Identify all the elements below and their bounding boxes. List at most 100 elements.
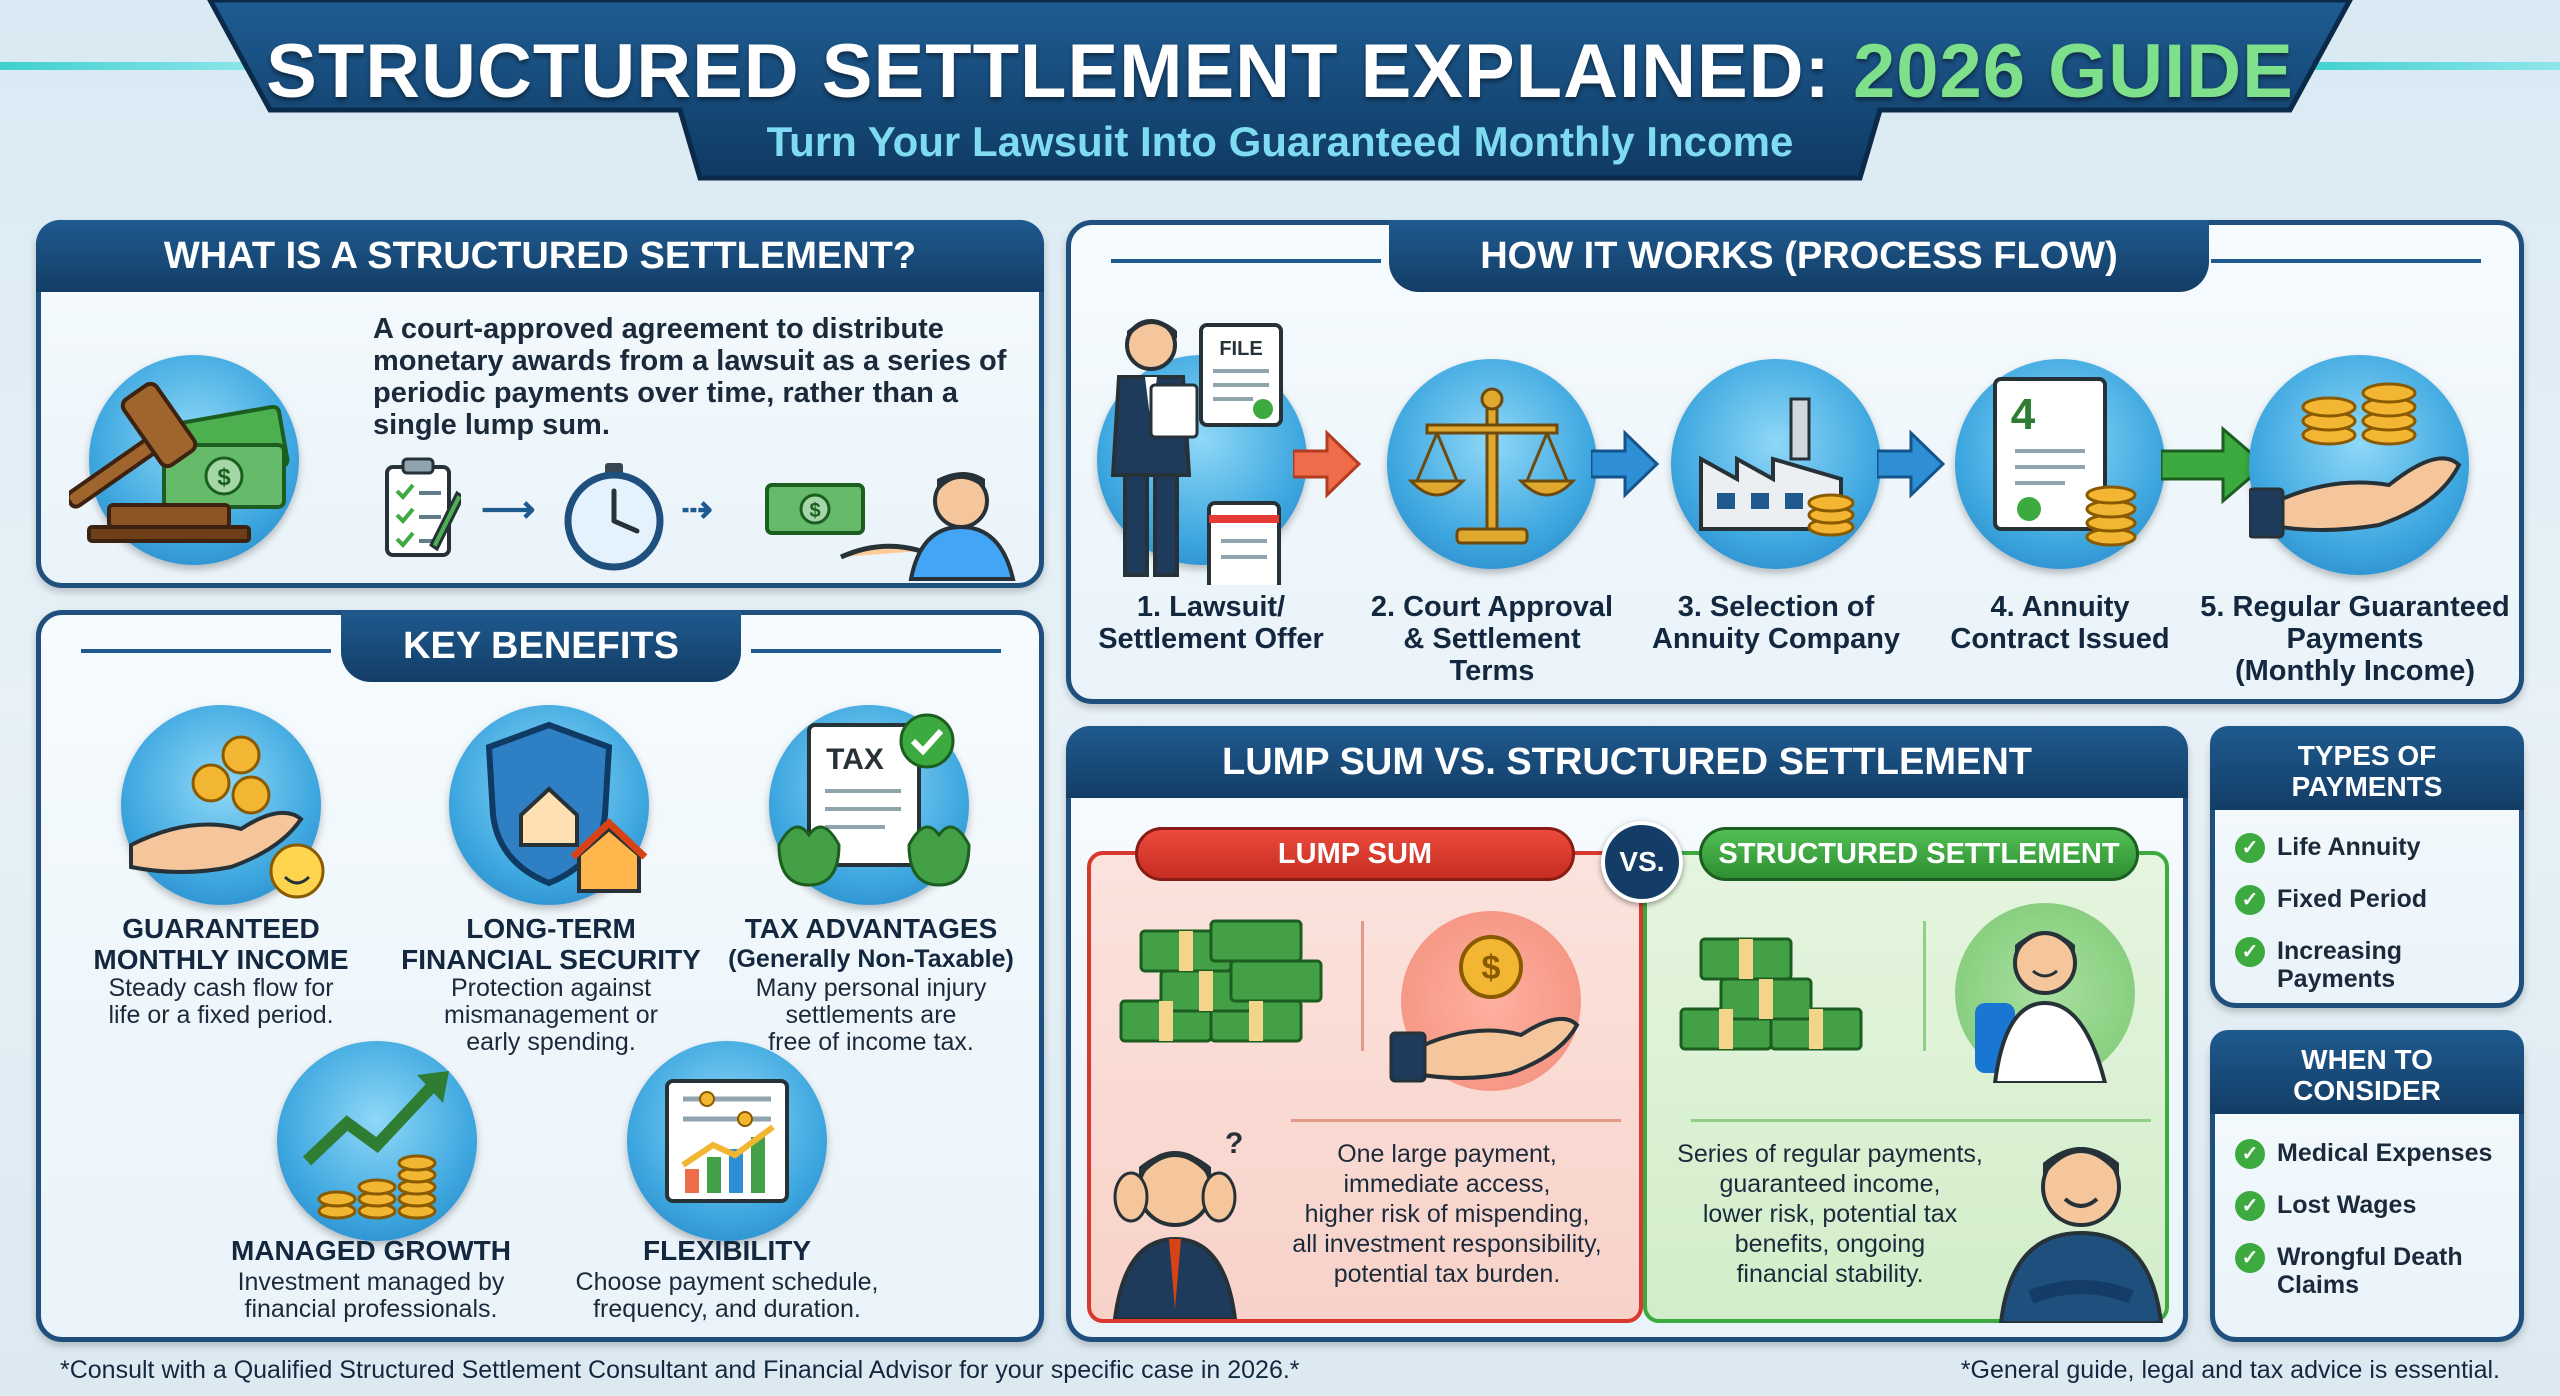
step-arrow-2 [1591,429,1660,499]
how-it-works-heading: HOW IT WORKS (PROCESS FLOW) [1389,220,2209,292]
relaxed-person-icon [1975,931,2108,1085]
structured-divider [1923,921,1926,1051]
shield-house-icon [485,721,648,893]
what-is-panel: WHAT IS A STRUCTURED SETTLEMENT? $ A cou… [36,220,1044,588]
what-is-heading: WHAT IS A STRUCTURED SETTLEMENT? [36,220,1044,292]
step-arrow-3 [1877,429,1946,499]
heading-rule-right [2211,259,2481,263]
scales-of-justice-icon [1407,387,1577,545]
gavel-money-icon: $ [69,355,299,565]
header-accent-line-right [2300,62,2560,70]
financial-security-icon [449,705,649,905]
flow-arrow-1: ⟶ [481,489,536,531]
confident-man-icon [1998,1147,2164,1323]
factory-icon [1699,397,1855,537]
header-banner: STRUCTURED SETTLEMENT EXPLAINED: 2026 GU… [0,0,2560,200]
benefit-4-title: MANAGED GROWTH [231,1235,511,1266]
person-receiving-money-icon: $ [765,472,1016,581]
step-3-icon [1671,359,1881,569]
benefit-3-title: TAX ADVANTAGES(Generally Non-Taxable) [728,913,1014,973]
type-item-life-annuity: ✓Life Annuity [2235,833,2515,863]
lump-divider [1361,921,1364,1051]
benefit-5-title: FLEXIBILITY [643,1235,811,1266]
page-subtitle: Turn Your Lawsuit Into Guaranteed Monthl… [766,118,1794,165]
title-main: STRUCTURED SETTLEMENT EXPLAINED: [266,29,1831,114]
relaxed-man-icon [1955,903,2135,1085]
vs-badge: VS. [1601,821,1683,903]
contract-document-icon: 4 [1993,377,2137,547]
lump-sum-label: LUMP SUM [1135,827,1575,881]
check-icon: ✓ [2235,1139,2265,1169]
document-number: 4 [2011,390,2036,439]
lump-sum-description: One large payment,immediate access,highe… [1292,1140,1602,1288]
file-label: FILE [1219,338,1262,360]
comparison-panel: LUMP SUM VS. STRUCTURED SETTLEMENT LUMP … [1066,726,2188,1342]
title-year: 2026 GUIDE [1852,29,2294,114]
benefit-5-desc: Choose payment schedule,frequency, and d… [575,1268,879,1323]
flexibility-icon [627,1041,827,1241]
step-arrow-4 [2161,425,2268,505]
tax-advantages-icon: TAX [769,705,971,905]
type-item-fixed-period: ✓Fixed Period [2235,885,2515,915]
check-icon: ✓ [2235,1191,2265,1221]
growth-chart-coins-icon [302,1071,449,1220]
header-ribbon-shape [207,0,2353,181]
check-icon: ✓ [2235,885,2265,915]
step-2-label: 2. Court Approval& Settlement Terms [1370,591,1614,687]
footer-disclaimer-left: *Consult with a Qualified Structured Set… [60,1356,1300,1384]
consider-item-medical: ✓Medical Expenses [2235,1139,2515,1169]
hand-coins-smile-icon [129,735,325,899]
step-1-label: 1. Lawsuit/Settlement Offer [1098,591,1324,655]
benefits-rule-right [751,649,1001,653]
step-arrow-1 [1293,429,1362,499]
structured-label: STRUCTURED SETTLEMENT [1699,827,2139,881]
lump-rule [1291,1119,1621,1122]
svg-text:?: ? [1225,1127,1243,1160]
page-title: STRUCTURED SETTLEMENT EXPLAINED: 2026 GU… [200,28,2360,115]
cash-stack-icon [1119,919,1323,1043]
key-benefits-heading: KEY BENEFITS [341,610,741,682]
stressed-man-icon: ? [1112,1127,1243,1319]
tax-label: TAX [826,743,884,776]
hand-with-coins-icon [2247,382,2462,539]
flow-arrow-2: ⇢ [681,489,713,531]
check-icon: ✓ [2235,1243,2265,1273]
clock-icon [564,463,664,571]
sliders-chart-icon [665,1079,789,1203]
step-5-icon [2247,355,2469,575]
consider-item-lost-wages: ✓Lost Wages [2235,1191,2515,1221]
lawyer-with-file-icon: FILE [1110,319,1283,585]
comparison-heading: LUMP SUM VS. STRUCTURED SETTLEMENT [1066,726,2188,798]
cash-stack-structured-icon [1679,937,1863,1051]
structured-description: Series of regular payments,guaranteed in… [1677,1140,1983,1288]
what-is-text: A court-approved agreement to distribute… [373,313,1007,441]
tax-document-icon: TAX [777,713,971,887]
managed-growth-icon [277,1041,477,1241]
check-icon: ✓ [2235,833,2265,863]
svg-text:$: $ [217,464,231,491]
guaranteed-income-icon [121,705,325,905]
step-2-icon [1387,359,1597,569]
footer-disclaimer-right: *General guide, legal and tax advice is … [1960,1356,2500,1384]
checklist-icon [385,457,461,557]
check-icon: ✓ [2235,937,2265,967]
hand-coin-icon: $ [1389,935,1580,1083]
benefits-rule-left [81,649,331,653]
